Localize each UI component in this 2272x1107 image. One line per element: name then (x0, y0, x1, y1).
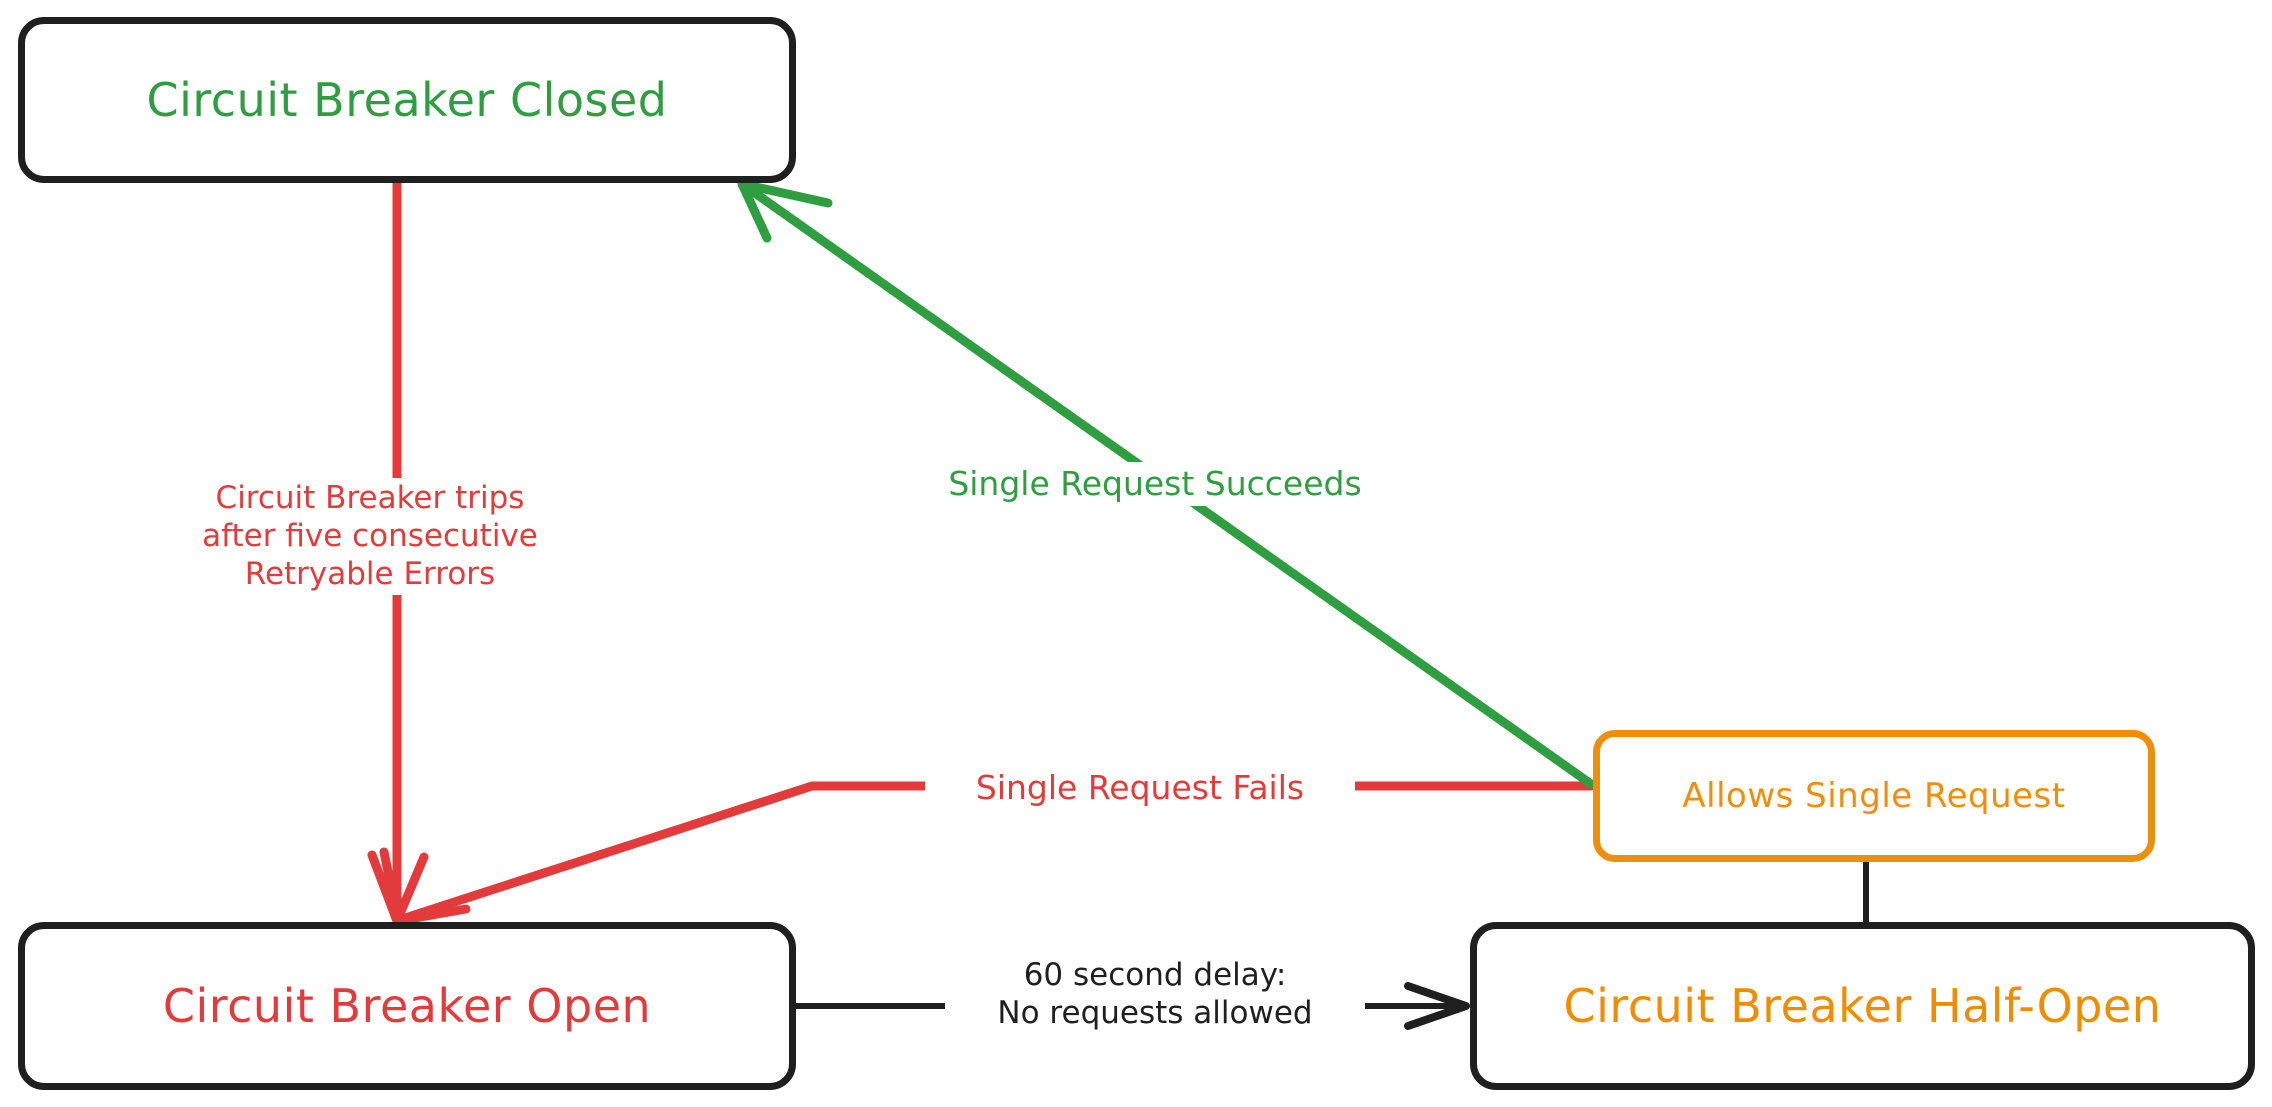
edge-label-allows-to-closed: Single Request Succeeds (905, 462, 1405, 507)
node-circuit-breaker-open[interactable]: Circuit Breaker Open (18, 922, 796, 1090)
node-label-closed: Circuit Breaker Closed (146, 73, 668, 127)
node-circuit-breaker-closed[interactable]: Circuit Breaker Closed (18, 17, 796, 183)
node-circuit-breaker-half-open[interactable]: Circuit Breaker Half-Open (1470, 922, 2255, 1090)
edge-label-open-to-half-open: 60 second delay: No requests allowed (945, 955, 1365, 1035)
node-label-allows-single-request: Allows Single Request (1682, 776, 2066, 816)
edge-label-allows-to-open: Single Request Fails (925, 766, 1355, 811)
node-label-open: Circuit Breaker Open (162, 979, 652, 1033)
node-allows-single-request[interactable]: Allows Single Request (1593, 730, 2155, 862)
edge-label-closed-to-open: Circuit Breaker trips after five consecu… (170, 478, 570, 596)
node-label-half-open: Circuit Breaker Half-Open (1563, 979, 2162, 1033)
